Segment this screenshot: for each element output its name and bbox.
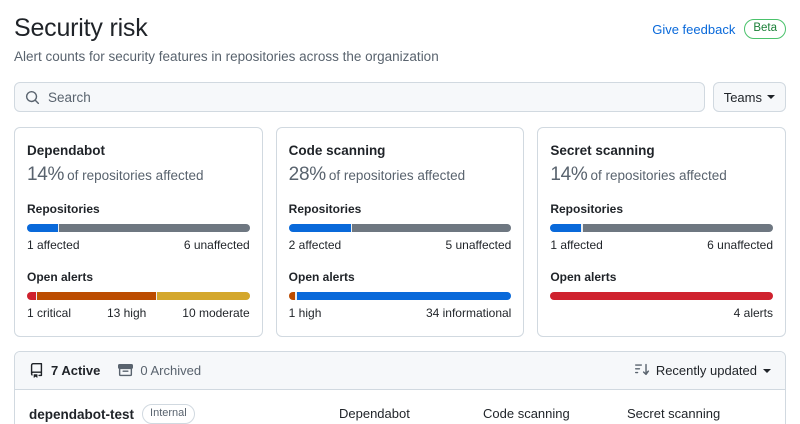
search-box[interactable] [14,82,705,112]
card-code-scanning: Code scanning 28%of repositories affecte… [275,127,525,337]
repositories-panel: 7 Active 0 Archived Recently [14,351,786,424]
legend-alerts: 4 alerts [733,306,774,320]
card-percent-value: 14% [27,164,65,185]
bar-segment-unaffected [582,224,774,232]
card-percent-affected: 14%of repositories affected [27,164,250,186]
legend-affected: 1 affected [27,238,80,252]
repo-name-link[interactable]: dependabot-test [29,406,135,422]
bar-segment-critical [27,292,36,300]
open-alerts-bar [27,292,250,300]
tab-active-label: 7 Active [51,363,101,378]
card-title: Dependabot [27,143,106,158]
legend-affected: 1 affected [550,238,603,252]
legend-critical: 1 critical [27,306,72,320]
teams-filter-label: Teams [723,89,762,105]
open-alerts-label: Open alerts [27,270,94,284]
bar-segment-unaffected [59,224,250,232]
repositories-bar [27,224,250,232]
chevron-down-icon [763,368,771,373]
legend-unaffected: 6 unaffected [183,238,250,252]
header-actions: Give feedback Beta [652,19,786,39]
bar-segment-affected [27,224,58,232]
card-dependabot: Dependabot 14%of repositories affected R… [14,127,263,337]
bar-segment-high [288,292,296,300]
page-header: Security risk Alert counts for security … [14,0,786,67]
table-row[interactable]: dependabot-test Internal Updated yesterd… [15,390,785,424]
repositories-legend: 1 affected 6 unaffected [27,237,250,254]
sort-button[interactable]: Recently updated [634,362,771,380]
card-title: Code scanning [288,143,386,158]
beta-badge: Beta [744,19,786,39]
tab-archived[interactable]: 0 Archived [118,363,201,378]
open-alerts-legend: 4 alerts [550,305,773,322]
card-percent-suffix: of repositories affected [67,168,204,183]
repo-info: dependabot-test Internal Updated yesterd… [29,404,339,424]
open-alerts-legend: 1 critical 13 high 10 moderate [27,305,250,322]
card-percent-affected: 28%of repositories affected [289,164,512,186]
repo-name-line: dependabot-test Internal [29,404,339,424]
panel-header: 7 Active 0 Archived Recently [15,352,785,390]
legend-unaffected: 5 unaffected [445,238,512,252]
archive-icon [118,363,134,378]
bar-segment-high [37,292,156,300]
bar-segment-affected [288,224,351,232]
card-percent-affected: 14%of repositories affected [550,164,773,186]
card-percent-value: 28% [288,164,326,185]
open-alerts-bar [288,292,512,300]
repositories-label: Repositories [550,202,624,216]
bar-segment-affected [550,224,582,232]
search-icon [25,90,40,105]
card-percent-suffix: of repositories affected [590,168,727,183]
bar-segment-alerts [550,292,774,300]
legend-high: 13 high [106,306,147,320]
repositories-label: Repositories [27,202,100,216]
tab-active[interactable]: 7 Active [29,363,100,378]
repositories-legend: 1 affected 6 unaffected [550,237,773,254]
teams-filter-button[interactable]: Teams [712,82,786,112]
repositories-legend: 2 affected 5 unaffected [289,237,512,254]
card-percent-suffix: of repositories affected [328,168,466,183]
legend-unaffected: 6 unaffected [707,238,774,252]
repo-metrics: Dependabot 24 Code scanning 0 Secret sca… [339,404,771,424]
metric-secret-scanning: Secret scanning 0 [627,404,771,424]
legend-affected: 2 affected [288,238,342,252]
chevron-down-icon [767,95,775,99]
open-alerts-bar [550,292,774,300]
open-alerts-label: Open alerts [288,270,355,284]
sort-icon [634,362,650,380]
repo-icon [29,363,44,378]
card-percent-value: 14% [550,164,588,185]
bar-segment-informational [296,292,512,300]
metric-dependabot: Dependabot 24 [339,404,483,424]
card-secret-scanning: Secret scanning 14%of repositories affec… [537,127,787,337]
open-alerts-legend: 1 high 34 informational [289,305,512,322]
sort-label: Recently updated [655,363,757,378]
panel-header-actions: Recently updated [634,362,771,380]
open-alerts-label: Open alerts [550,270,617,284]
search-row: Teams [14,82,786,112]
metric-label: Code scanning [483,406,570,421]
bar-segment-moderate [157,292,250,300]
page-subtitle: Alert counts for security features in re… [14,49,439,64]
bar-segment-unaffected [352,224,512,232]
metric-code-scanning: Code scanning 0 [483,404,627,424]
card-title: Secret scanning [550,143,655,158]
visibility-badge: Internal [142,404,195,424]
repositories-bar [550,224,774,232]
legend-moderate: 10 moderate [182,306,250,320]
page-title: Security risk [14,14,148,42]
search-input[interactable] [48,83,694,111]
legend-high: 1 high [288,306,322,320]
tab-archived-label: 0 Archived [140,363,202,378]
summary-cards: Dependabot 14%of repositories affected R… [14,127,787,337]
repositories-label: Repositories [288,202,362,216]
legend-informational: 34 informational [425,306,512,320]
metric-label: Secret scanning [627,406,721,421]
give-feedback-link[interactable]: Give feedback [652,21,736,37]
metric-label: Dependabot [339,406,410,421]
repositories-bar [288,224,512,232]
